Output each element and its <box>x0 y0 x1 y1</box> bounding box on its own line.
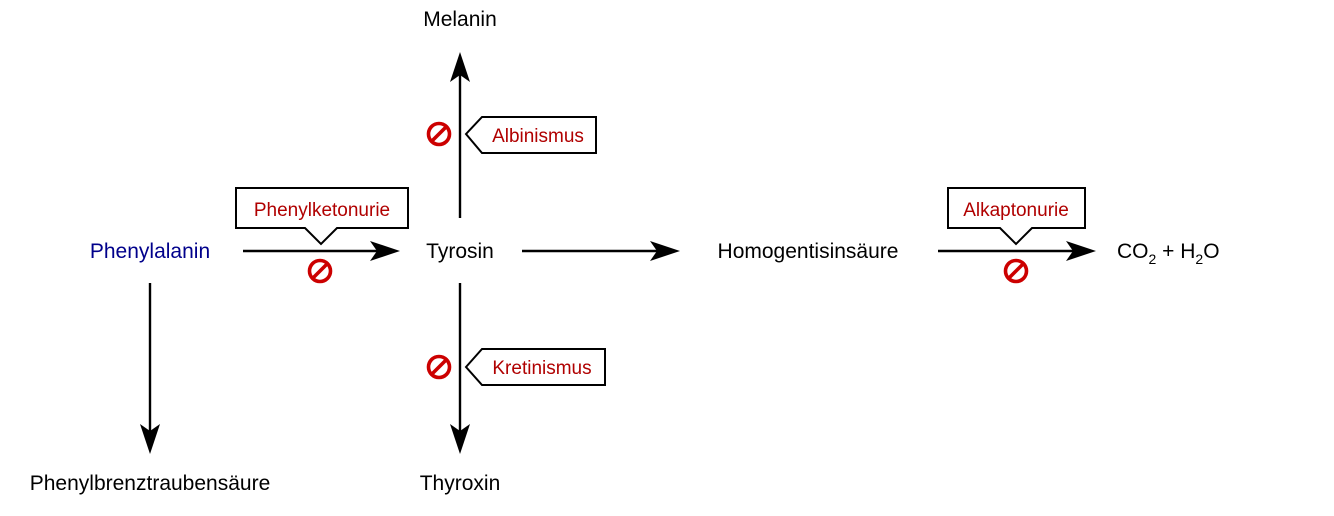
prohibition-icon <box>426 354 452 380</box>
node-phenylalanin: Phenylalanin <box>90 240 210 263</box>
label-kretinismus: Kretinismus <box>492 358 591 379</box>
arrow-tyrosin-to-melanin <box>450 52 470 218</box>
callout-kretinismus: Kretinismus <box>464 348 606 386</box>
label-alkaptonurie: Alkaptonurie <box>963 200 1069 221</box>
prohibition-icon <box>426 121 452 147</box>
co2-subscript: 2 <box>1149 251 1157 267</box>
node-co2-h2o: CO2 + H2O <box>1117 240 1220 267</box>
node-thyroxin: Thyroxin <box>420 472 501 495</box>
plus-h-text: + H <box>1156 240 1195 263</box>
node-melanin: Melanin <box>423 8 497 31</box>
prohibition-icon <box>1003 258 1029 284</box>
arrow-tyrosin-to-thyroxin <box>450 283 470 454</box>
arrow-tyrosin-to-homogentisinsaeure <box>522 241 680 261</box>
label-albinismus: Albinismus <box>492 126 584 147</box>
arrow-homogentisinsaeure-to-co2 <box>938 241 1096 261</box>
label-phenylketonurie: Phenylketonurie <box>254 200 390 221</box>
callout-alkaptonurie: Alkaptonurie <box>947 187 1086 246</box>
prohibition-icon <box>307 258 333 284</box>
arrow-phenylalanin-to-tyrosin <box>243 241 400 261</box>
node-phenylbrenztraubensaeure: Phenylbrenztraubensäure <box>30 472 271 495</box>
callout-albinismus: Albinismus <box>464 116 597 154</box>
o-text: O <box>1203 240 1219 263</box>
node-tyrosin: Tyrosin <box>426 240 494 263</box>
callout-phenylketonurie: Phenylketonurie <box>235 187 409 246</box>
arrow-phenylalanin-to-phenylbrenztraubensaeure <box>140 283 160 454</box>
co-text: CO <box>1117 240 1149 263</box>
node-homogentisinsaeure: Homogentisinsäure <box>718 240 899 263</box>
h2-subscript: 2 <box>1195 251 1203 267</box>
